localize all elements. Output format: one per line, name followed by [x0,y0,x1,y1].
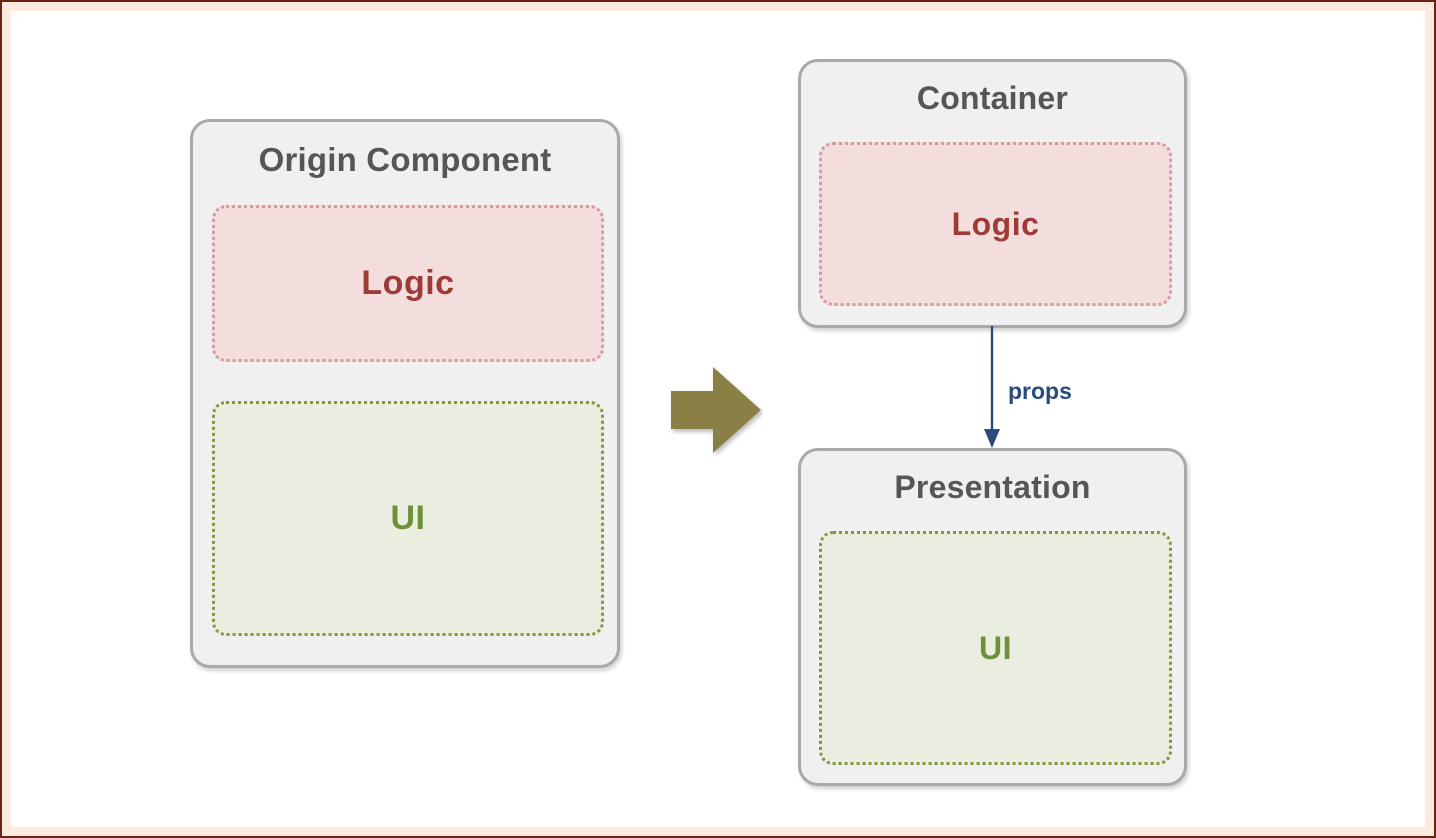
presentation-card: Presentation UI [798,448,1187,786]
container-logic-label: Logic [951,205,1040,242]
container-card: Container Logic [798,59,1187,328]
origin-ui-label: UI [390,499,426,537]
right-arrow-icon [671,367,761,453]
presentation-title: Presentation [894,469,1091,505]
origin-logic-block: Logic [212,205,604,362]
props-arrow-icon [984,326,1000,448]
origin-component-title: Origin Component [258,141,552,178]
container-title: Container [916,80,1069,116]
container-logic-block: Logic [819,142,1172,306]
origin-ui-block: UI [212,401,604,636]
origin-component-card: Origin Component Logic UI [190,119,620,668]
origin-logic-label: Logic [361,264,455,302]
props-label: props [1008,378,1072,404]
presentation-ui-block: UI [819,531,1172,765]
presentation-ui-label: UI [979,629,1012,666]
